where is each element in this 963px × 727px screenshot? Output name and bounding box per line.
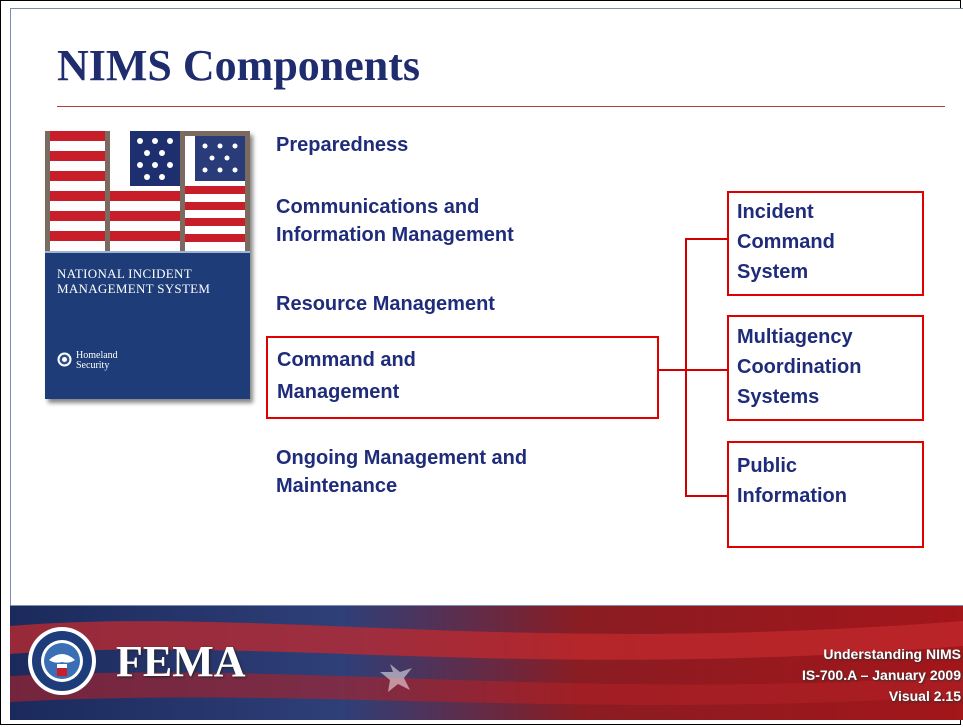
ongoing-line-2: Maintenance: [276, 475, 398, 497]
pi-line-1: Public: [737, 455, 798, 477]
cover-title: NATIONAL INCIDENT MANAGEMENT SYSTEM: [57, 266, 210, 296]
american-flags-image: [45, 131, 250, 251]
dhs-seal-icon: [28, 627, 96, 695]
component-resource-management: Resource Management: [276, 293, 495, 315]
ics-label: Incident Command System: [737, 197, 835, 287]
ongoing-line-1: Ongoing Management and: [276, 447, 528, 469]
ics-line-3: System: [737, 261, 809, 283]
macs-line-1: Multiagency: [737, 326, 853, 348]
macs-label: Multiagency Coordination Systems: [737, 322, 861, 412]
macs-line-3: Systems: [737, 386, 820, 408]
component-communications-line-1: Communications and: [276, 196, 480, 218]
cover-title-line-2: MANAGEMENT SYSTEM: [57, 281, 211, 296]
dhs-seal-icon: [57, 352, 72, 367]
fema-footer-banner: [10, 606, 963, 720]
ics-line-2: Command: [737, 231, 835, 253]
cover-divider: [45, 251, 250, 253]
connector-ics: [685, 238, 728, 240]
command-line-2: Management: [277, 381, 400, 403]
footer-flag-background: [10, 606, 963, 720]
fema-logo-text: FEMA: [116, 637, 246, 686]
command-line-1: Command and: [277, 349, 416, 371]
connector-macs: [685, 369, 728, 371]
dhs-wordmark-line-2: Security: [76, 360, 110, 371]
component-preparedness: Preparedness: [276, 134, 409, 156]
macs-line-2: Coordination: [737, 356, 862, 378]
visual-number: Visual 2.15: [888, 688, 961, 704]
dhs-wordmark-line-1: Homeland: [76, 350, 118, 361]
connector-spine: [685, 238, 687, 497]
course-id: IS-700.A – January 2009: [801, 667, 961, 683]
pi-label: Public Information: [737, 451, 847, 511]
command-and-management-box: Command and Management: [266, 336, 659, 419]
component-communications: Communications and Information Managemen…: [276, 193, 514, 249]
incident-command-system-box: Incident Command System: [727, 191, 924, 296]
pi-line-2: Information: [737, 485, 847, 507]
multiagency-coordination-box: Multiagency Coordination Systems: [727, 315, 924, 421]
public-information-box: Public Information: [727, 441, 924, 548]
connector-pi: [685, 495, 728, 497]
cover-title-line-1: NATIONAL INCIDENT: [57, 266, 192, 281]
connector-stem: [658, 369, 686, 371]
component-communications-line-2: Information Management: [276, 224, 514, 246]
component-command-and-management: Command and Management: [277, 344, 416, 408]
component-ongoing-management: Ongoing Management and Maintenance: [276, 444, 527, 500]
course-title: Understanding NIMS: [823, 646, 961, 662]
ics-line-1: Incident: [737, 201, 814, 223]
title-divider: [57, 106, 945, 107]
nims-document-cover: NATIONAL INCIDENT MANAGEMENT SYSTEM Home…: [45, 131, 250, 399]
slide-title: NIMS Components: [57, 41, 421, 90]
dhs-wordmark: Homeland Security: [76, 351, 118, 371]
